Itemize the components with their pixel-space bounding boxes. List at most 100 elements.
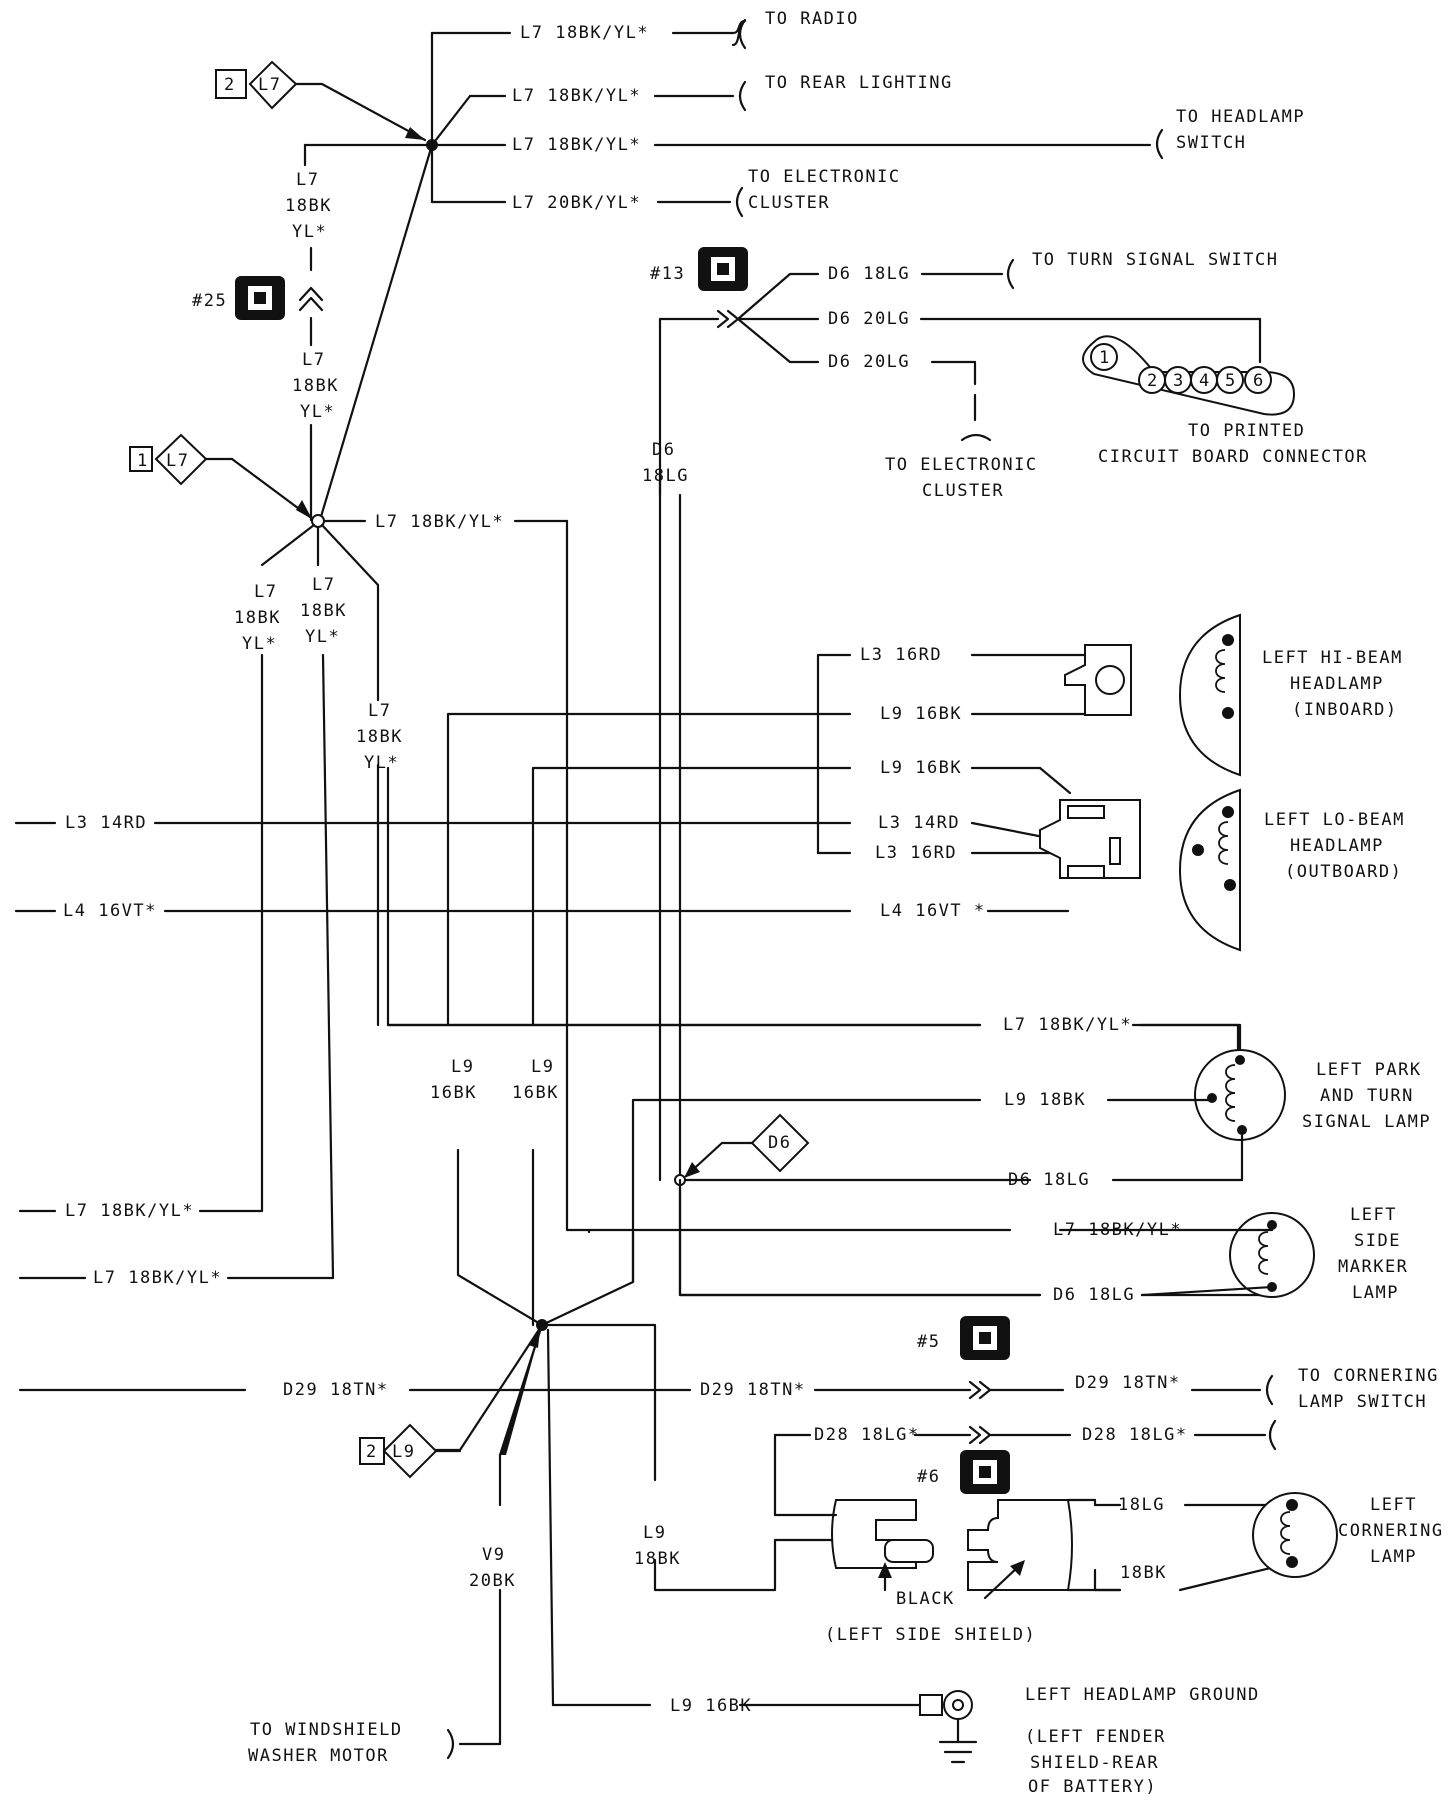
cornering-connector-male-icon	[831, 1499, 934, 1569]
label-ground-4: OF BATTERY)	[1028, 1777, 1157, 1796]
label-l9-16bk-b: L9 16BK	[880, 758, 962, 778]
label-l7-rear: L7 18BK/YL*	[512, 86, 641, 106]
headlamp-group	[14, 613, 1241, 1027]
label-l9v-c1: L9	[643, 1523, 666, 1543]
label-l9-park: L9 18BK	[1004, 1090, 1086, 1110]
label-conn5: #5	[917, 1332, 940, 1352]
label-l9v-a1: L9	[451, 1057, 474, 1077]
label-l7v-d1: L7	[312, 575, 335, 595]
label-d29-b: D29 18TN*	[700, 1380, 806, 1400]
label-park-1: LEFT PARK	[1316, 1060, 1422, 1080]
label-washer-1: TO WINDSHIELD	[250, 1720, 403, 1740]
label-hibeam-2: HEADLAMP	[1290, 674, 1384, 694]
label-marker-2: SIDE	[1354, 1231, 1401, 1251]
diagram-labels: L7 18BK/YL* TO RADIO L7 18BK/YL* TO REAR…	[63, 9, 1444, 1796]
connector-6-icon	[960, 1450, 1010, 1494]
label-l7v-a3: YL*	[292, 222, 327, 242]
label-l7-mid: L7 18BK/YL*	[375, 512, 504, 532]
label-conn13: #13	[650, 264, 685, 284]
pcb-pin-6: 6	[1253, 371, 1265, 391]
label-splice-bot-id: L9	[392, 1442, 415, 1462]
label-cornering-1: LEFT	[1370, 1495, 1417, 1515]
label-d28-b: D28 18LG*	[1082, 1425, 1188, 1445]
splice-ref-d6	[684, 1113, 810, 1178]
label-washer-2: WASHER MOTOR	[248, 1746, 389, 1766]
label-splice-mid-id: L7	[166, 451, 189, 471]
label-l9-ground: L9 16BK	[670, 1696, 752, 1716]
label-d6v-2: 18LG	[642, 466, 689, 486]
label-l7v-a1: L7	[296, 170, 319, 190]
hibeam-lamp-icon	[1178, 613, 1241, 777]
label-l7v-b1: L7	[302, 350, 325, 370]
label-l9v-c2: 18BK	[634, 1549, 681, 1569]
connector-25-icon	[235, 276, 285, 320]
bottom-splice-group	[18, 1148, 1338, 1764]
label-splice-top-num: 2	[224, 75, 236, 95]
label-park-2: AND TURN	[1320, 1086, 1414, 1106]
label-l7v-a2: 18BK	[285, 196, 332, 216]
label-l7v-b3: YL*	[300, 402, 335, 422]
label-l7-hs: L7 18BK/YL*	[512, 135, 641, 155]
label-l7-radio: L7 18BK/YL*	[520, 23, 649, 43]
label-l4-left: L4 16VT*	[63, 901, 157, 921]
label-l7-marker: L7 18BK/YL*	[1053, 1220, 1182, 1240]
label-d6-pcb: D6 20LG	[828, 309, 910, 329]
label-splice-mid-num: 1	[137, 451, 149, 471]
park-lamp-icon	[1194, 1049, 1286, 1141]
park-marker-group	[18, 763, 1315, 1298]
label-ground-1: LEFT HEADLAMP GROUND	[1025, 1685, 1260, 1705]
label-v9-1: V9	[482, 1545, 505, 1565]
label-l7-left-b: L7 18BK/YL*	[93, 1268, 222, 1288]
label-c-18lg: 18LG	[1118, 1495, 1165, 1515]
label-l7v-e3: YL*	[364, 753, 399, 773]
label-to-hs-2: SWITCH	[1176, 133, 1246, 153]
label-d6-ec: D6 20LG	[828, 352, 910, 372]
label-hibeam-3: (INBOARD)	[1292, 700, 1398, 720]
label-park-3: SIGNAL LAMP	[1302, 1112, 1431, 1132]
connector-13-icon	[698, 247, 748, 291]
label-l7-left-a: L7 18BK/YL*	[65, 1201, 194, 1221]
label-l9-16bk-a: L9 16BK	[880, 704, 962, 724]
label-ground-2: (LEFT FENDER	[1025, 1727, 1166, 1747]
label-corner-sw-1: TO CORNERING	[1298, 1366, 1439, 1386]
l7-mid-splice	[129, 433, 1240, 1280]
label-cornering-2: CORNERING	[1338, 1521, 1444, 1541]
label-splice-bot-num: 2	[366, 1442, 378, 1462]
splice-ref-2-l7	[215, 60, 427, 142]
pcb-pin-4: 4	[1199, 371, 1211, 391]
lobeam-connector-icon	[1039, 799, 1141, 879]
label-l7v-c1: L7	[254, 582, 277, 602]
connector-5-icon	[960, 1316, 1010, 1360]
label-marker-1: LEFT	[1350, 1205, 1397, 1225]
label-splice-d6: D6	[768, 1133, 791, 1153]
label-pcb-1: TO PRINTED	[1188, 421, 1305, 441]
label-d6-park: D6 18LG	[1008, 1170, 1090, 1190]
label-to-rear: TO REAR LIGHTING	[765, 73, 953, 93]
pcb-pin-3: 3	[1173, 371, 1185, 391]
label-ground-3: SHIELD-REAR	[1030, 1753, 1159, 1773]
l7-top-bus	[215, 18, 1164, 522]
cornering-lamp-icon	[1252, 1492, 1338, 1578]
pcb-pin-2: 2	[1147, 371, 1159, 391]
pcb-pin-1: 1	[1099, 348, 1111, 368]
label-marker-3: MARKER	[1338, 1257, 1408, 1277]
hibeam-connector-icon	[1064, 644, 1132, 716]
label-l7v-e1: L7	[368, 701, 391, 721]
label-l4-right: L4 16VT *	[880, 901, 986, 921]
label-conn25: #25	[192, 291, 227, 311]
label-l3-14rd-left: L3 14RD	[65, 813, 147, 833]
cornering-connector-female-icon	[967, 1499, 1073, 1591]
label-l7v-d3: YL*	[305, 627, 340, 647]
label-l7v-c3: YL*	[242, 634, 277, 654]
label-d6-ts: D6 18LG	[828, 264, 910, 284]
label-marker-4: LAMP	[1352, 1283, 1399, 1303]
d6-turn-signal-group	[658, 247, 1296, 1297]
ground-icon	[919, 1690, 978, 1764]
label-d29-a: D29 18TN*	[283, 1380, 389, 1400]
label-black: BLACK	[896, 1589, 955, 1609]
label-to-hs-1: TO HEADLAMP	[1176, 107, 1305, 127]
label-l7-ec: L7 20BK/YL*	[512, 193, 641, 213]
label-l9v-b2: 16BK	[512, 1083, 559, 1103]
label-pcb-2: CIRCUIT BOARD CONNECTOR	[1098, 447, 1368, 467]
